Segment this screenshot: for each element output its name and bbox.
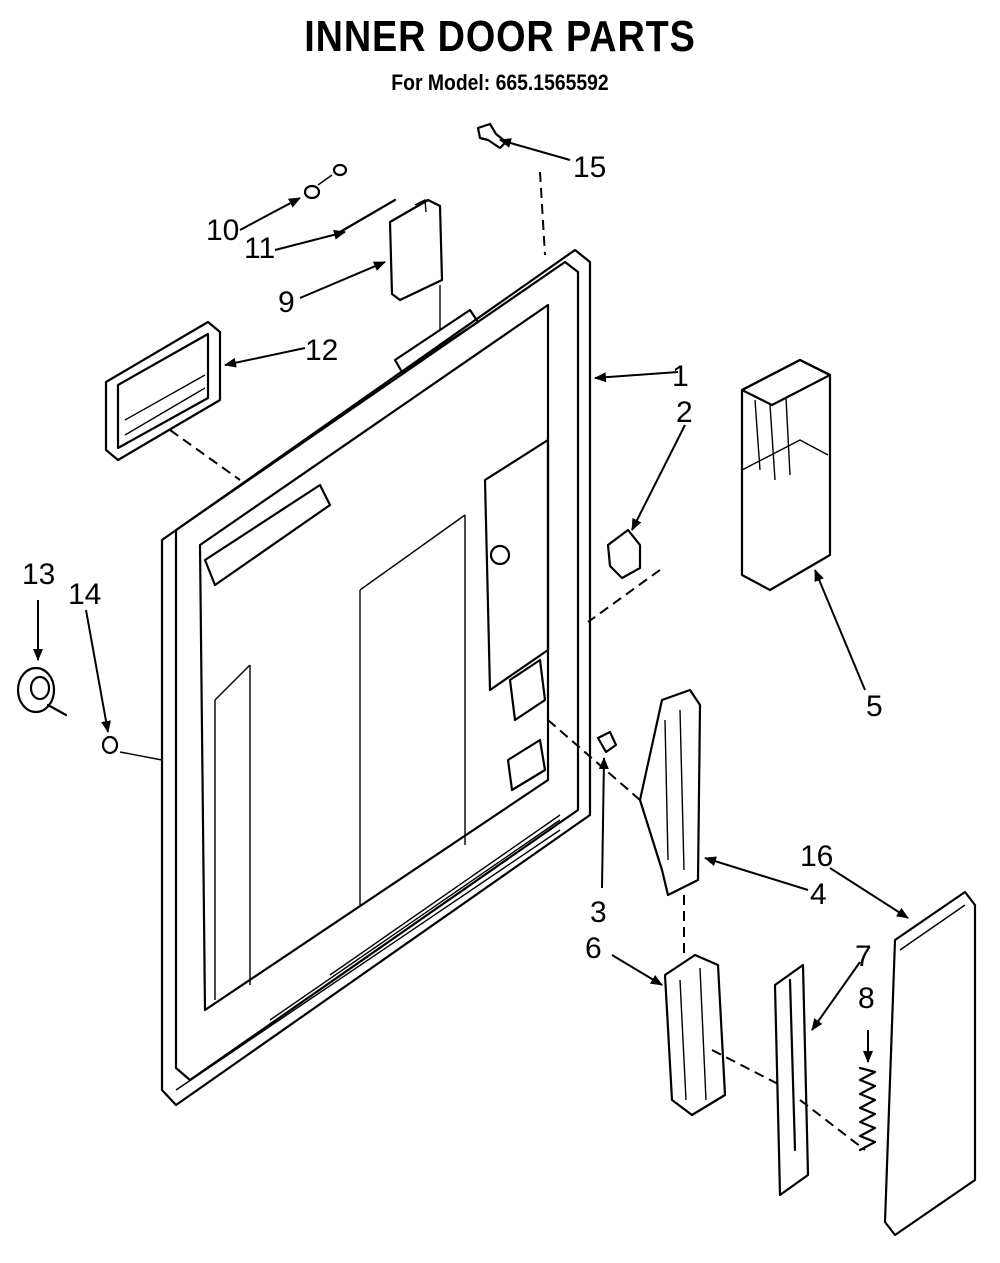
part-11-wire: [338, 198, 397, 234]
leader-1: [594, 371, 679, 383]
part-5-housing: [740, 358, 832, 592]
part-12-handle: [104, 320, 241, 481]
callout-16: 16: [800, 840, 833, 873]
leader-4: [704, 856, 809, 891]
part-8-spring: [858, 1066, 877, 1152]
callout-11: 11: [244, 232, 275, 265]
callout-15: 15: [573, 151, 606, 184]
leader-10: [239, 197, 301, 231]
callout-7: 7: [855, 940, 872, 973]
leader-16: [829, 867, 909, 919]
callout-8: 8: [858, 982, 875, 1015]
part-14-washer: [101, 735, 163, 761]
part-9-cover: [388, 198, 444, 330]
part-4-latch: [547, 688, 702, 955]
callout-13: 13: [22, 558, 55, 591]
model-subtitle: For Model: 665.1565592: [391, 70, 609, 95]
callout-14: 14: [68, 578, 101, 611]
leader-12: [224, 347, 306, 368]
leader-15: [499, 138, 571, 161]
callout-labels: 1 2 3 4 5 6 7 8 9 10 11 12 13 14 15 16: [22, 151, 883, 1015]
leader-lines: [33, 138, 909, 1063]
part-13-knob: [16, 666, 68, 717]
callout-9: 9: [278, 286, 295, 319]
leader-5: [814, 569, 866, 691]
part-1-inner-door-panel: [160, 248, 592, 1107]
callout-4: 4: [810, 878, 827, 911]
diagram-title: INNER DOOR PARTS: [304, 12, 696, 61]
part-7-plate: [773, 963, 866, 1197]
leader-14: [85, 609, 111, 733]
leader-2: [631, 424, 686, 531]
leader-3: [598, 757, 609, 889]
part-2-bracket: [587, 528, 661, 623]
leader-9: [299, 261, 386, 299]
part-16-cover: [883, 890, 977, 1237]
callout-3: 3: [590, 896, 607, 929]
leader-11: [274, 229, 346, 251]
callout-12: 12: [305, 334, 338, 367]
leader-7: [811, 961, 861, 1031]
part-3-fitting: [596, 730, 618, 754]
callout-5: 5: [866, 690, 883, 723]
callout-2: 2: [676, 396, 693, 429]
leader-6: [611, 954, 663, 986]
part-10-screw: [303, 163, 348, 200]
callout-6: 6: [585, 932, 602, 965]
callout-1: 1: [672, 360, 689, 393]
part-6-latch-body: [663, 953, 781, 1117]
callout-10: 10: [206, 214, 239, 247]
